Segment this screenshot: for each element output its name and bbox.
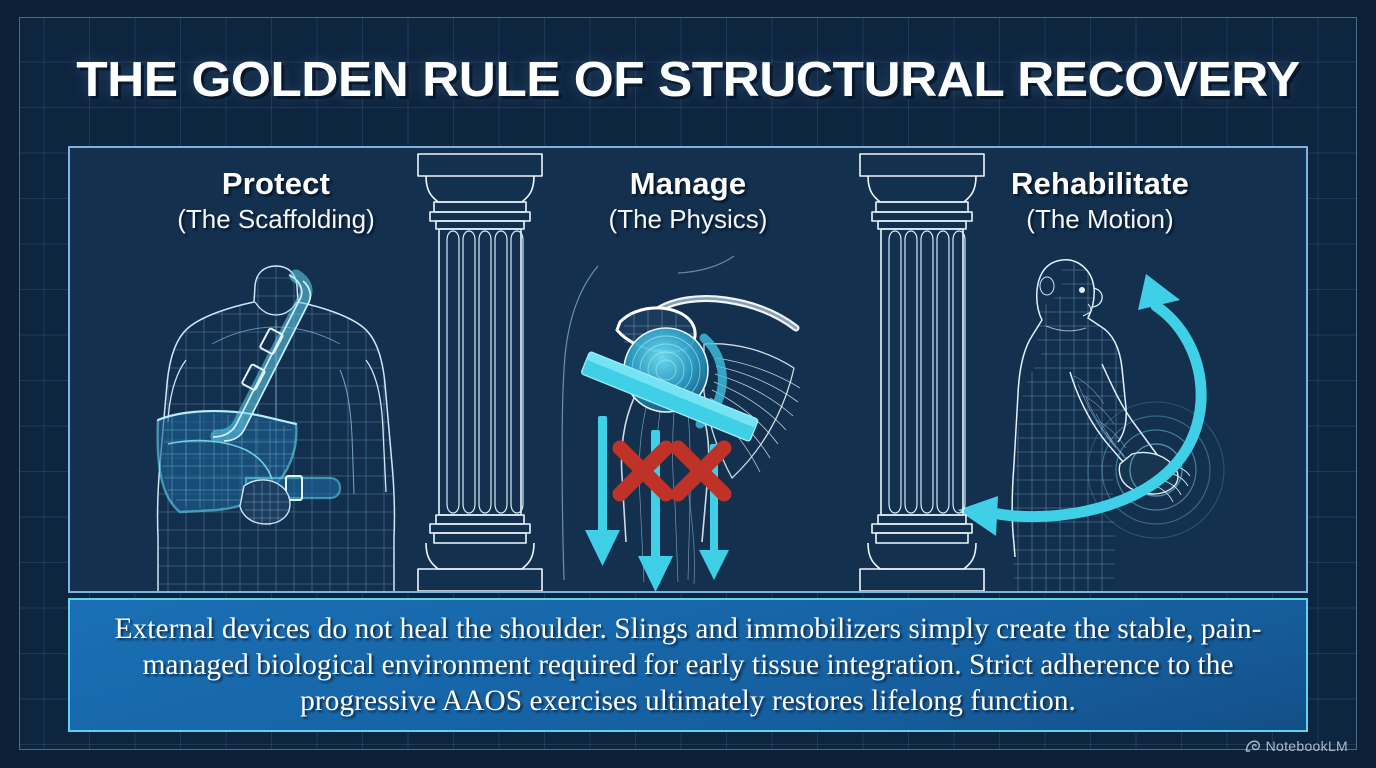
main-content-panel: Protect (The Scaffolding) xyxy=(68,146,1308,593)
column-title-manage: Manage xyxy=(629,166,747,201)
notebooklm-watermark: NotebookLM xyxy=(1245,738,1348,754)
caption-box: External devices do not heal the shoulde… xyxy=(68,598,1308,732)
column-heading-protect: Protect (The Scaffolding) xyxy=(70,166,482,235)
grid-mask-top xyxy=(0,0,1376,17)
caption-text: External devices do not heal the shoulde… xyxy=(114,613,1262,717)
arm-sling-wireframe-illustration xyxy=(70,248,482,591)
column-subtitle-rehabilitate: (The Motion) xyxy=(1026,204,1174,234)
column-title-rehabilitate: Rehabilitate xyxy=(1010,166,1190,201)
column-title-protect: Protect xyxy=(221,166,331,201)
column-heading-manage: Manage (The Physics) xyxy=(482,166,894,235)
column-heading-rehabilitate: Rehabilitate (The Motion) xyxy=(894,166,1306,235)
grid-mask-bottom xyxy=(0,750,1376,768)
column-subtitle-manage: (The Physics) xyxy=(608,204,768,234)
column-protect: Protect (The Scaffolding) xyxy=(70,148,482,591)
column-manage: Manage (The Physics) xyxy=(482,148,894,591)
column-rehabilitate: Rehabilitate (The Motion) xyxy=(894,148,1306,591)
column-subtitle-protect: (The Scaffolding) xyxy=(177,204,375,234)
columns-container: Protect (The Scaffolding) xyxy=(70,148,1306,591)
notebooklm-spiral-logo-icon xyxy=(1245,739,1260,754)
grid-mask-left xyxy=(0,0,19,768)
pendulum-motion-wireframe-illustration xyxy=(894,248,1306,591)
shoulder-joint-load-illustration xyxy=(482,248,894,591)
grid-mask-right xyxy=(1357,0,1376,768)
notebooklm-watermark-label: NotebookLM xyxy=(1265,738,1348,754)
page-title: THE GOLDEN RULE OF STRUCTURAL RECOVERY xyxy=(76,53,1300,107)
